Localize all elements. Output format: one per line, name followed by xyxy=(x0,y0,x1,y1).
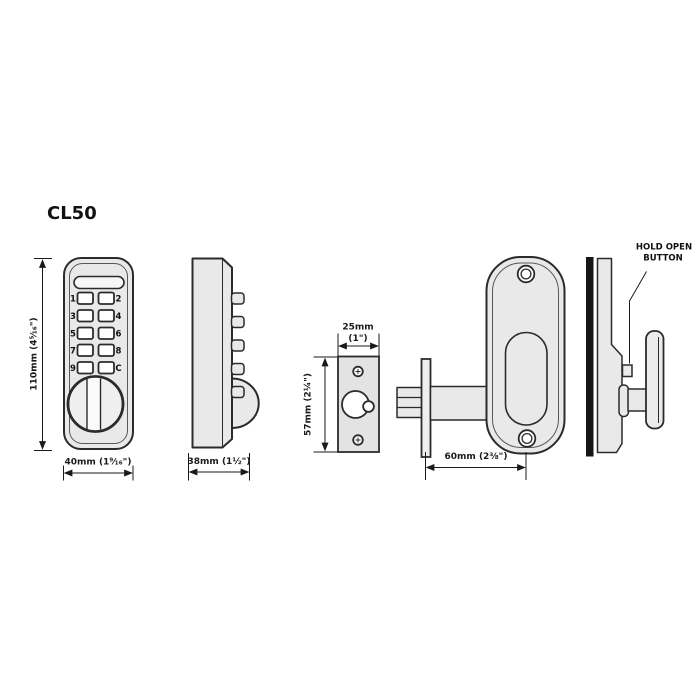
callout-leader-line xyxy=(629,271,647,364)
keypad-button-6 xyxy=(97,326,115,340)
dimension-label: 57mm (2¼") xyxy=(303,373,314,436)
keypad-digit-label: 4 xyxy=(116,312,122,322)
plate-width-dimension: 25mm (1") xyxy=(337,323,380,356)
dimension-label: (1") xyxy=(348,334,367,344)
code-window xyxy=(73,275,125,290)
dimension-label: 40mm (1⁹⁄₁₆") xyxy=(65,458,132,468)
latch-bolt xyxy=(396,386,423,419)
keypad-digit-label: C xyxy=(115,364,121,374)
keypad-button-7 xyxy=(76,343,94,357)
latch-tube xyxy=(429,385,488,421)
screw-cross-icon xyxy=(355,437,361,443)
latch-assembly-view: 60mm (2⅜") xyxy=(396,256,566,480)
callout-label: HOLD OPEN xyxy=(636,243,692,253)
rear-knob-profile xyxy=(645,330,665,430)
hold-open-button xyxy=(621,364,633,378)
screw-cross-icon xyxy=(355,369,361,374)
keypad-digit-label: 7 xyxy=(70,347,76,357)
side-button-bump xyxy=(230,362,245,376)
side-view xyxy=(191,257,260,449)
side-body xyxy=(191,257,233,449)
knob-outline xyxy=(66,375,125,433)
spindle-hub xyxy=(618,384,630,418)
keypad-digit-label: 9 xyxy=(70,364,76,374)
side-button-bump xyxy=(230,385,245,399)
keypad-digit-label: 2 xyxy=(116,295,122,305)
front-height-dimension: 110mm (4⁵⁄₁₆") xyxy=(30,258,52,451)
dimension-label: 25mm xyxy=(342,323,373,333)
screw-head xyxy=(517,429,537,448)
thumbturn-knob xyxy=(66,375,125,433)
rear-plate xyxy=(485,256,566,455)
lock-body-inner-outline xyxy=(69,263,128,444)
keypad-button-9 xyxy=(76,361,94,375)
rear-side-view: HOLD OPEN BUTTON xyxy=(586,243,692,457)
page-title: CL50 xyxy=(47,203,97,224)
keypad-button-3 xyxy=(76,309,94,323)
keypad-button-5 xyxy=(76,326,94,340)
keypad-digit-label: 5 xyxy=(70,330,76,340)
strike-plate-view: 25mm (1") 57mm (2¼") xyxy=(303,323,380,453)
front-view: 1 2 3 4 5 6 7 8 9 C xyxy=(63,257,134,450)
front-width-dimension: 40mm (1⁹⁄₁₆") xyxy=(63,458,134,481)
keypad-digit-label: 6 xyxy=(116,330,122,340)
callout-label: BUTTON xyxy=(643,254,683,264)
keypad-digit-label: 3 xyxy=(70,312,76,322)
knob-spindle xyxy=(627,388,648,412)
keypad-button-2 xyxy=(97,291,115,305)
rear-plate-recess xyxy=(504,331,548,426)
keypad-button-1 xyxy=(76,291,94,305)
door-edge-strip xyxy=(586,257,594,457)
knob-grip-band xyxy=(87,376,101,432)
plate-height-dimension: 57mm (2¼") xyxy=(303,356,338,453)
latch-hole-small xyxy=(362,400,375,413)
dimension-label: 60mm (2⅜") xyxy=(445,452,508,462)
keypad-digit-label: 1 xyxy=(70,295,76,305)
rear-unit-profile xyxy=(596,257,623,454)
screw-head xyxy=(516,264,536,284)
keypad: 1 2 3 4 5 6 7 8 9 C xyxy=(70,291,122,375)
faceplate-edge xyxy=(420,358,432,458)
hold-open-callout: HOLD OPEN BUTTON xyxy=(629,243,692,364)
keypad-button-C xyxy=(97,361,115,375)
keypad-button-4 xyxy=(97,309,115,323)
side-button-bump xyxy=(230,339,245,352)
backset-dimension: 60mm (2⅜") xyxy=(425,452,527,480)
screw-head-inner xyxy=(521,432,533,445)
keypad-digit-label: 8 xyxy=(116,347,122,357)
keypad-button-8 xyxy=(97,343,115,357)
side-button-bump xyxy=(230,315,245,329)
side-button-bump xyxy=(230,292,245,305)
side-depth-dimension: 38mm (1½") xyxy=(188,453,251,481)
dimension-label: 110mm (4⁵⁄₁₆") xyxy=(30,317,40,390)
dimension-label: 38mm (1½") xyxy=(188,456,251,467)
screw-head-inner xyxy=(520,268,532,280)
